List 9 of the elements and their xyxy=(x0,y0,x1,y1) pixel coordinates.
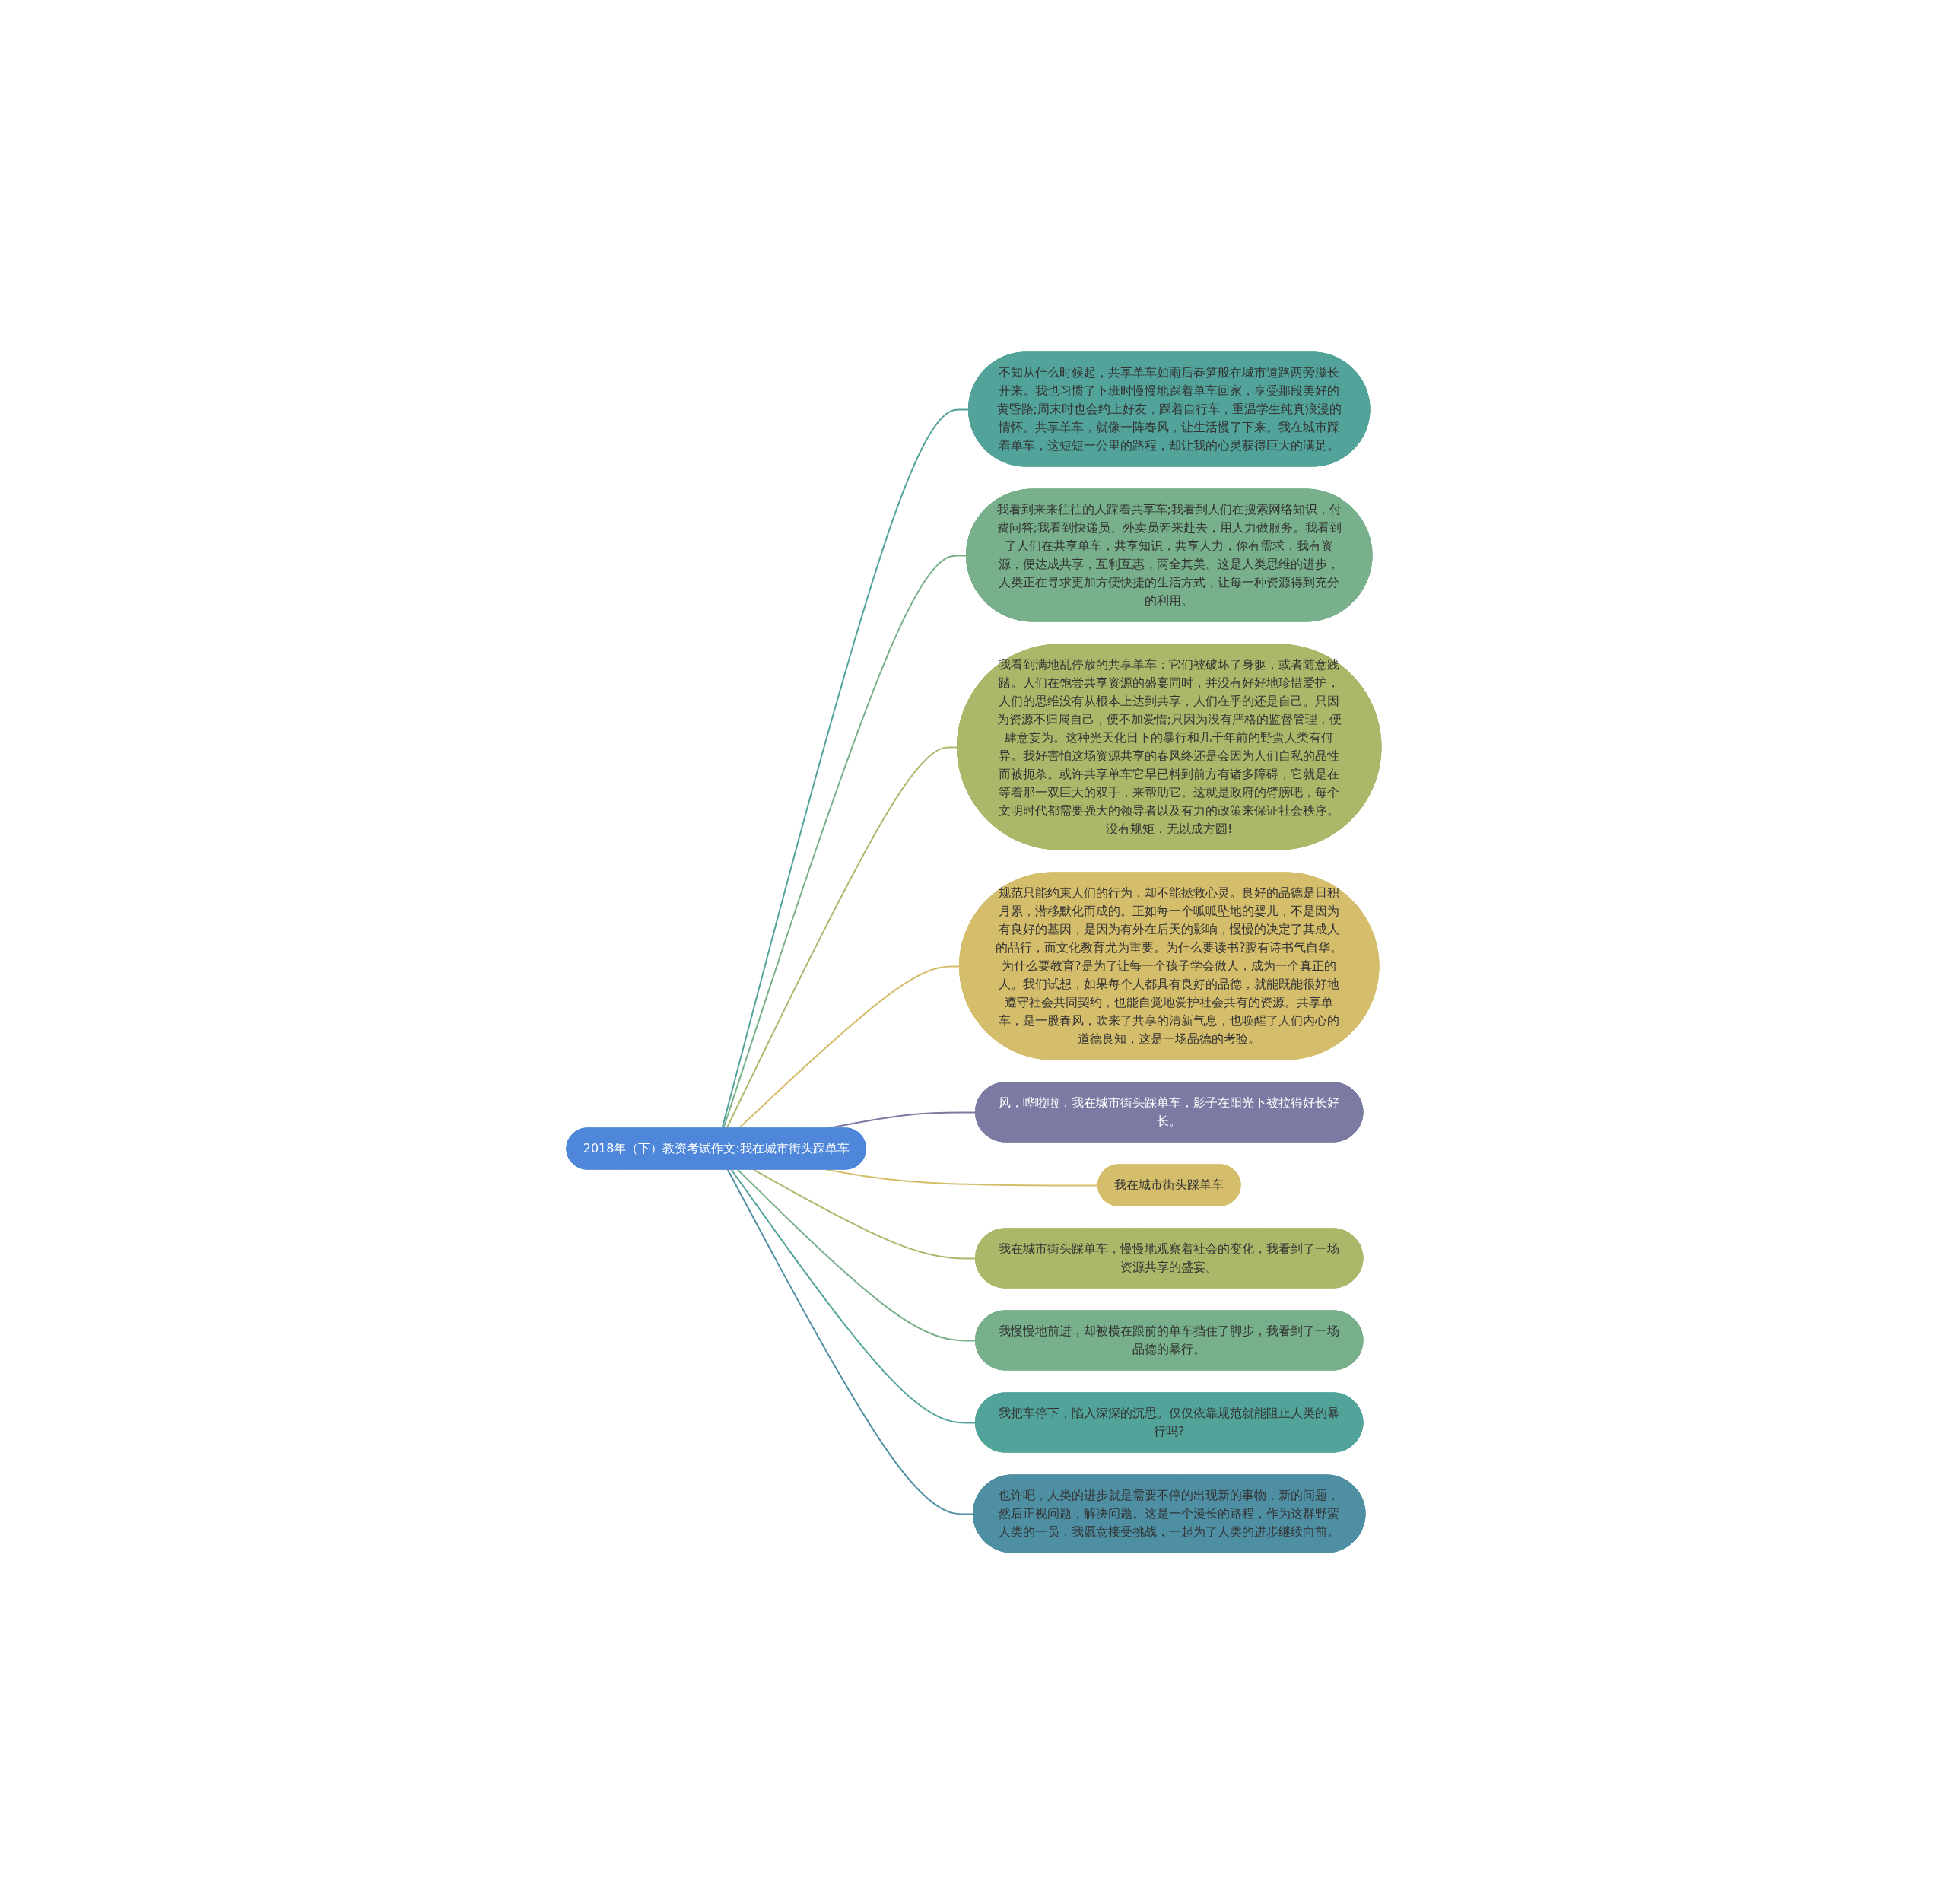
connector xyxy=(725,745,958,1129)
connector xyxy=(825,1168,1099,1186)
connector xyxy=(736,1168,977,1341)
connector xyxy=(720,408,970,1129)
connector xyxy=(737,965,961,1129)
connector xyxy=(722,554,967,1129)
connector xyxy=(751,1168,977,1259)
connector xyxy=(726,1168,974,1515)
connector xyxy=(730,1168,977,1423)
